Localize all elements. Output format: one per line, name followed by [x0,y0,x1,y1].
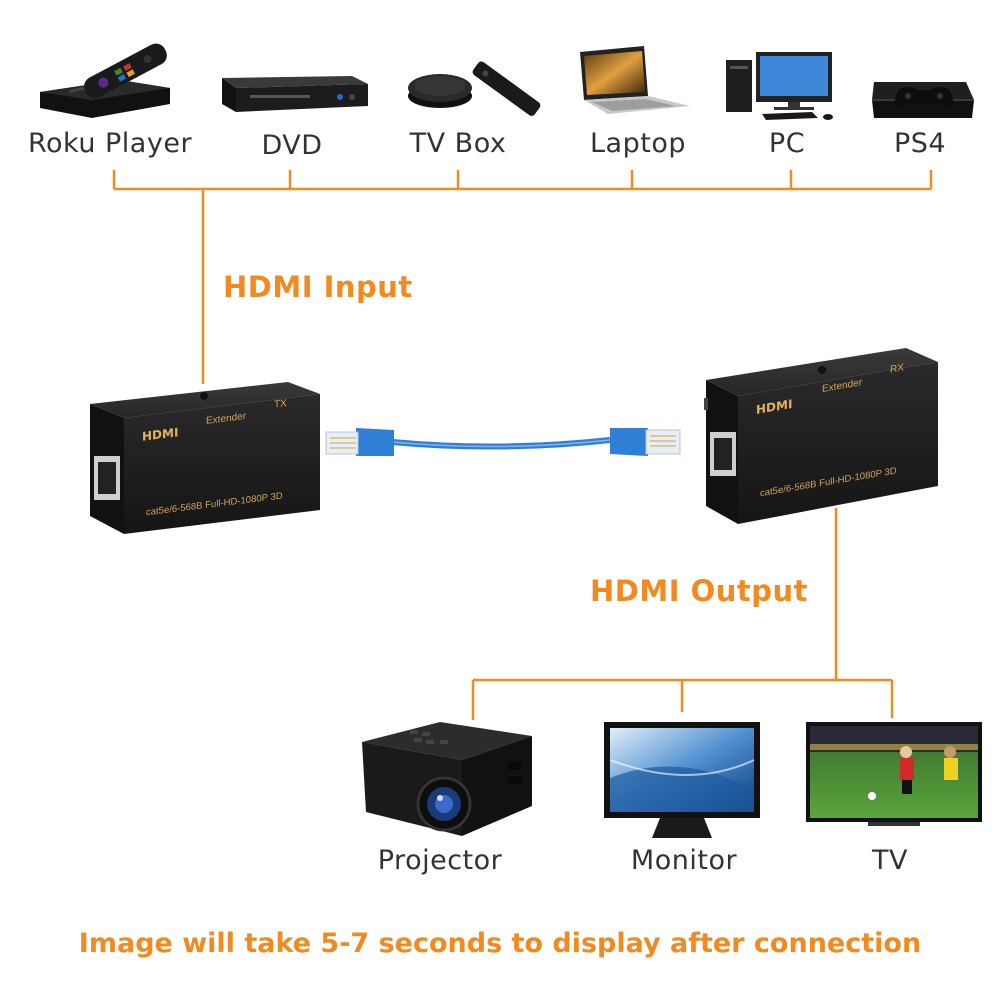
rj45-plug-right [610,428,681,456]
tv-icon [806,722,982,826]
display-label-projector: Projector [377,845,503,876]
rx-panel: HDMI Extender RX cat5e/6-568B Full-HD-10… [738,329,938,524]
rj45-plug-left [325,428,394,456]
dvd-player-icon [222,76,368,112]
tx-spec: cat5e/6-568B Full-HD-1080P 3D [146,490,283,519]
rx-name: Extender [822,377,863,395]
rx-brand: HDMI [756,396,793,417]
laptop-icon [580,46,690,114]
hdmi-output-label: HDMI Output [590,574,809,608]
roku-player-icon [40,43,170,118]
rx-mode: RX [890,362,904,376]
source-label-dvd: DVD [261,130,323,161]
source-connection-lines [112,170,933,384]
transmitter-box [90,382,320,534]
source-label-laptop: Laptop [590,128,686,159]
source-label-tv-box: TV Box [409,128,507,159]
rx-spec: cat5e/6-568B Full-HD-1080P 3D [760,465,897,500]
monitor-icon [604,722,760,838]
tv-box-icon [408,61,541,116]
ethernet-cable [325,428,681,456]
pc-icon [726,52,833,120]
projector-icon [362,722,532,836]
receiver-box [704,348,938,524]
footer-note: Image will take 5-7 seconds to display a… [78,928,922,959]
hdmi-input-label: HDMI Input [223,270,413,304]
rx-ethernet-port [710,432,736,476]
ps4-icon [872,82,974,118]
tx-name: Extender [206,411,247,427]
tx-ethernet-port [94,456,120,500]
source-label-roku-player: Roku Player [27,128,193,159]
tx-brand: HDMI [142,425,179,444]
display-label-monitor: Monitor [630,845,738,876]
source-label-ps4: PS4 [893,128,947,159]
source-label-pc: PC [768,128,806,159]
tx-mode: TX [274,398,287,411]
tx-panel: HDMI Extender TX cat5e/6-568B Full-HD-10… [124,370,320,534]
display-connection-lines [471,508,894,720]
display-label-tv: TV [872,845,908,876]
